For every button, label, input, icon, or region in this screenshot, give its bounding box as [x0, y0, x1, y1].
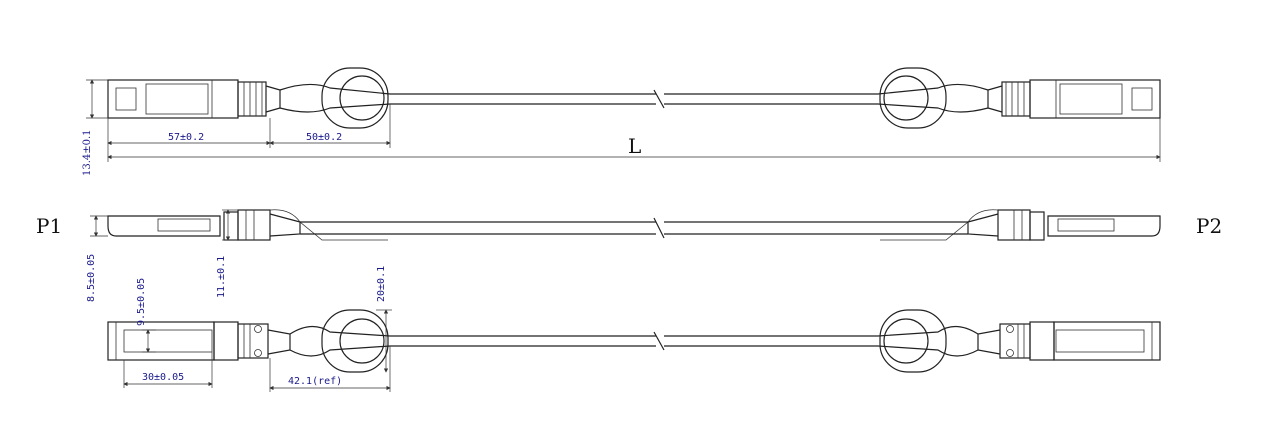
bottom-view — [107, 309, 1161, 373]
top-right-pull-ring — [879, 67, 947, 129]
pull-ring-length-label: 42.1(ref) — [288, 376, 342, 387]
latch-thickness-label: 11.±0.1 — [216, 256, 227, 298]
housing-thickness-label: 8.5±0.05 — [86, 254, 97, 302]
pull-ring-height-label: 20±0.1 — [376, 266, 387, 302]
bottom-cable-break — [653, 331, 665, 351]
top-view — [107, 67, 1161, 129]
top-right-connector — [877, 79, 1161, 119]
side-view: P1 P2 — [36, 209, 1222, 241]
top-left-pull-ring — [321, 67, 389, 129]
bottom-right-connector — [877, 321, 1161, 361]
overall-length-label: L — [628, 134, 641, 158]
top-cable-break — [653, 89, 665, 109]
port-height-label: 9.5±0.05 — [136, 278, 147, 326]
top-dimensions: 57±0.2 50±0.2 L 13.4±0.1 — [82, 79, 1161, 176]
connector-length-label: 57±0.2 — [168, 132, 204, 143]
port-width-label: 30±0.05 — [142, 372, 184, 383]
height-label: 13.4±0.1 — [82, 129, 93, 176]
bottom-left-pull-ring — [321, 309, 389, 373]
port-p2-label: P2 — [1196, 214, 1222, 238]
bottom-right-pull-ring — [879, 309, 947, 373]
port-p1-label: P1 — [36, 214, 62, 238]
bottom-dimensions: 30±0.05 9.5±0.05 42.1(ref) 20±0.1 — [123, 266, 392, 392]
side-dimensions: 8.5±0.05 11.±0.1 — [86, 209, 238, 302]
top-left-connector — [107, 79, 391, 119]
pull-tab-length-label: 50±0.2 — [306, 132, 342, 143]
side-cable-break — [653, 217, 665, 239]
bottom-left-connector — [107, 321, 391, 361]
